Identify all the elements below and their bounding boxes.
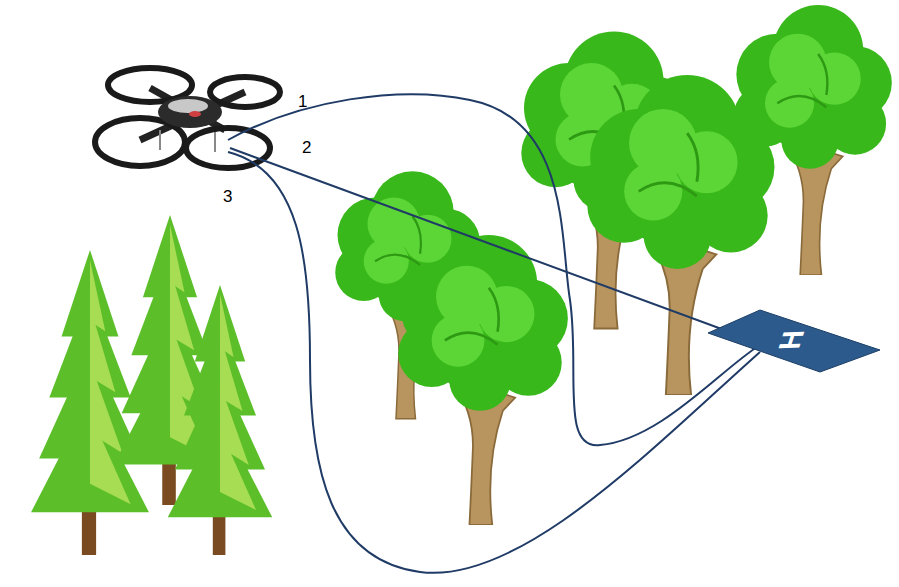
- pad-letter: H: [772, 330, 812, 350]
- pad-text-holder: H: [700, 305, 885, 375]
- pine-trees: [31, 215, 272, 555]
- path-number: 3: [223, 187, 232, 207]
- flight-path: [228, 152, 760, 573]
- flight-path: [230, 148, 765, 345]
- leafy-trees: [335, 5, 892, 525]
- flight-paths: [228, 94, 765, 573]
- pad-outline: [708, 310, 880, 372]
- drone: [95, 68, 280, 168]
- landing-pad: H: [700, 305, 885, 375]
- path-number: 2: [302, 138, 311, 158]
- flight-path: [228, 94, 760, 445]
- path-number: 1: [298, 92, 307, 112]
